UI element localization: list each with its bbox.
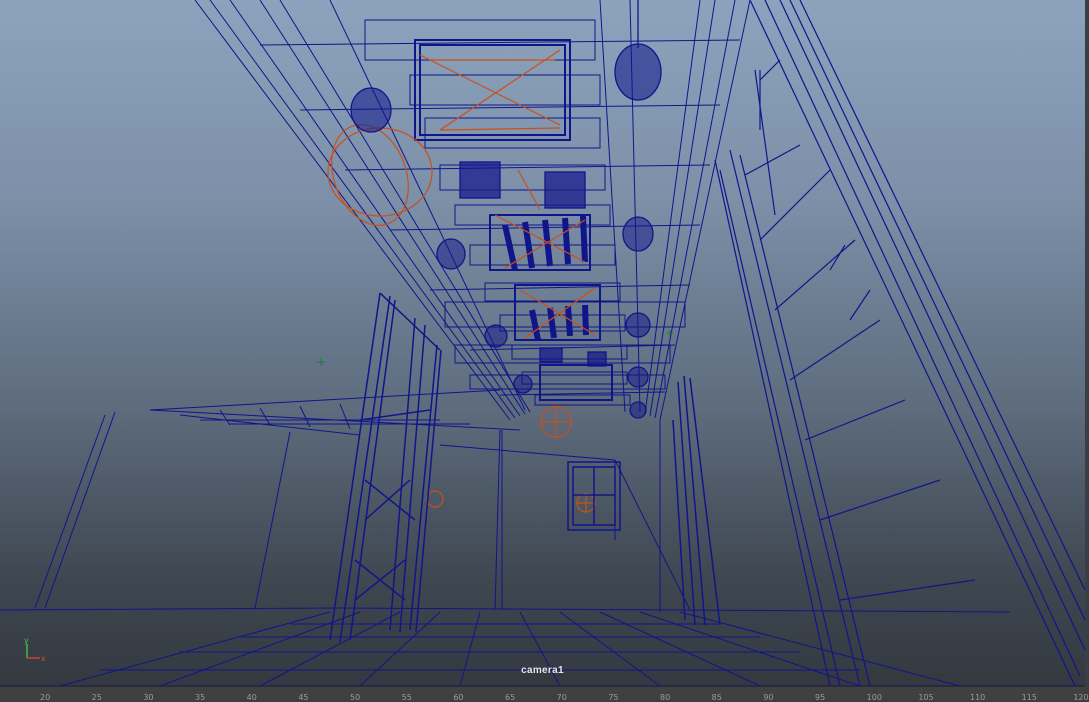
- ruler-tick: 45: [298, 693, 309, 702]
- ruler-tick: 115: [1021, 693, 1037, 702]
- axis-gizmo-icon: y x: [18, 634, 48, 664]
- ruler-tick: 30: [143, 693, 154, 702]
- y-axis-label: y: [24, 636, 29, 645]
- pendant-lamps: [350, 0, 662, 419]
- ruler-tick: 120: [1073, 693, 1089, 702]
- ruler-tick: 110: [970, 693, 986, 702]
- ruler-tick: 100: [866, 693, 882, 702]
- right-window-frame: [714, 0, 1086, 687]
- ruler-tick: 40: [246, 693, 257, 702]
- x-axis-label: x: [41, 654, 46, 663]
- ruler-tick: 90: [763, 693, 774, 702]
- ruler-tick: 20: [40, 693, 51, 702]
- selected-objects: [327, 49, 596, 513]
- skylight-panels: [414, 39, 613, 401]
- skylight-slats: [502, 215, 589, 341]
- ruler-tick: 75: [608, 693, 619, 702]
- ceiling-rails: [194, 0, 751, 421]
- ruler-tick: 25: [91, 693, 102, 702]
- back-wall: [34, 389, 691, 612]
- ruler-tick: 55: [401, 693, 412, 702]
- camera-name-label: camera1: [521, 665, 564, 676]
- back-window: [567, 461, 621, 531]
- ruler-tick: 80: [660, 693, 671, 702]
- maya-viewport-camera1[interactable]: y x camera1: [0, 0, 1086, 687]
- wireframe-scene[interactable]: [0, 0, 1086, 687]
- ruler-tick: 70: [556, 693, 567, 702]
- right-door-frame: [672, 375, 721, 626]
- time-ruler[interactable]: 20 25 30 35 40 45 50 55 60 65 70 75 80 85 90 95 100 105 11…: [0, 686, 1089, 702]
- ruler-tick: 85: [711, 693, 722, 702]
- left-door-frame: [329, 292, 442, 643]
- ruler-tick: 105: [918, 693, 934, 702]
- ruler-tick: 65: [505, 693, 516, 702]
- locators: [317, 330, 673, 523]
- ruler-tick: 50: [350, 693, 361, 702]
- ruler-tick: 60: [453, 693, 464, 702]
- ceiling-beams: [364, 19, 686, 406]
- ruler-tick: 95: [815, 693, 826, 702]
- ruler-tick: 35: [195, 693, 206, 702]
